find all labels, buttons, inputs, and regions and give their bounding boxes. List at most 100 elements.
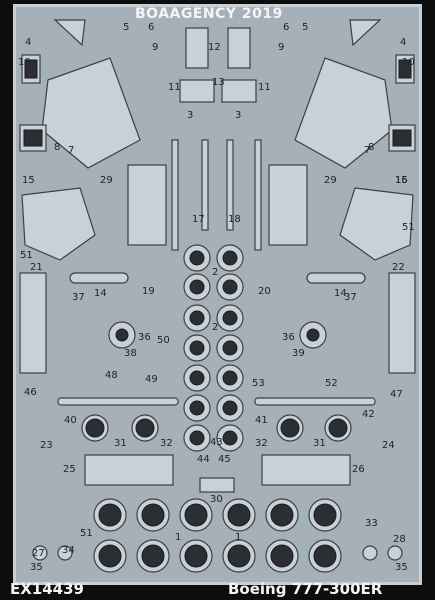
- part-number-36: 36: [282, 332, 295, 343]
- model-name: Boeing 777-300ER: [228, 580, 383, 598]
- hub-disc-center: [189, 370, 205, 386]
- ring-hole: [328, 418, 348, 438]
- part-number-8: 8: [368, 142, 374, 153]
- part-number-18: 18: [228, 214, 241, 225]
- wheel-ring-hole: [313, 544, 337, 568]
- hub-disc-center: [222, 250, 238, 266]
- part-number-24: 24: [382, 440, 395, 451]
- part-number-28: 28: [393, 534, 406, 545]
- ring-hole: [135, 418, 155, 438]
- hub-disc-center: [189, 340, 205, 356]
- part-number-9: 9: [152, 42, 158, 53]
- wheel-ring-hole: [184, 544, 208, 568]
- wheel-ring-hole: [184, 503, 208, 527]
- part-number-8: 8: [54, 142, 60, 153]
- part-number-29: 29: [324, 175, 337, 186]
- hub-disc-center: [222, 400, 238, 416]
- part-number-45: 45: [218, 454, 231, 465]
- hub-disc-center: [222, 279, 238, 295]
- small-disc: [32, 545, 48, 561]
- part-number-33: 33: [365, 518, 378, 529]
- part-number-22: 22: [392, 262, 405, 273]
- hub-disc-center: [189, 250, 205, 266]
- part-number-47: 47: [390, 389, 403, 400]
- ring-hole: [280, 418, 300, 438]
- part-number-37: 37: [344, 292, 357, 303]
- part-number-30: 30: [210, 494, 223, 505]
- part-number-31: 31: [313, 438, 326, 449]
- fret-header: BOAAGENCY 2019: [135, 6, 283, 22]
- part-number-4: 4: [25, 37, 31, 48]
- part-number-42: 42: [362, 409, 375, 420]
- part-number-49: 49: [145, 374, 158, 385]
- small-disc: [57, 545, 73, 561]
- part-number-51: 51: [80, 528, 93, 539]
- part-number-2: 2: [212, 267, 218, 278]
- part-number-1: 1: [235, 532, 241, 543]
- hub-disc-center: [222, 340, 238, 356]
- part-number-4: 4: [400, 37, 406, 48]
- part-number-11: 11: [168, 82, 181, 93]
- part-number-1: 1: [175, 532, 181, 543]
- part-number-23: 23: [40, 440, 53, 451]
- part-number-7: 7: [68, 145, 74, 156]
- part-number-31: 31: [114, 438, 127, 449]
- part-number-50: 50: [157, 335, 170, 346]
- wheel-ring-hole: [98, 503, 122, 527]
- hub-disc-center: [189, 400, 205, 416]
- part-number-27: 27: [32, 548, 45, 559]
- wheel-ring-hole: [270, 544, 294, 568]
- part-number-38: 38: [124, 348, 137, 359]
- part-number-3: 3: [187, 110, 193, 121]
- part-number-51: 51: [20, 250, 33, 261]
- part-number-35: 35: [395, 562, 408, 573]
- part-number-13: 13: [212, 77, 225, 88]
- part-number-41: 41: [255, 415, 268, 426]
- part-number-25: 25: [63, 464, 76, 475]
- wheel-ring-hole: [141, 503, 165, 527]
- hub-disc-center: [222, 370, 238, 386]
- part-number-14: 14: [334, 288, 347, 299]
- part-number-9: 9: [278, 42, 284, 53]
- part-number-11: 11: [258, 82, 271, 93]
- part-number-37: 37: [72, 292, 85, 303]
- wheel-ring-hole: [227, 544, 251, 568]
- hub-disc-center: [222, 310, 238, 326]
- wheel-ring-hole: [313, 503, 337, 527]
- part-number-52: 52: [325, 378, 338, 389]
- wheel-ring-hole: [227, 503, 251, 527]
- part-number-6: 6: [283, 22, 289, 33]
- part-number-6: 6: [148, 22, 154, 33]
- part-number-19: 19: [142, 286, 155, 297]
- part-number-43: 43: [210, 437, 223, 448]
- hub-disc-center: [189, 310, 205, 326]
- part-number-26: 26: [352, 464, 365, 475]
- part-number-17: 17: [192, 214, 205, 225]
- part-number-16: 16: [395, 175, 408, 186]
- part-number-51: 51: [402, 222, 415, 233]
- part-number-53: 53: [252, 378, 265, 389]
- part-number-29: 29: [100, 175, 113, 186]
- part-number-12: 12: [208, 42, 221, 53]
- side-disc-center: [306, 328, 320, 342]
- wheel-ring-hole: [141, 544, 165, 568]
- hub-disc-center: [189, 279, 205, 295]
- hub-disc-center: [189, 430, 205, 446]
- part-number-48: 48: [105, 370, 118, 381]
- part-number-5: 5: [302, 22, 308, 33]
- part-number-15: 15: [395, 175, 408, 186]
- part-number-15: 15: [22, 175, 35, 186]
- part-number-20: 20: [258, 286, 271, 297]
- product-code: EX14439: [10, 580, 84, 598]
- part-number-36: 36: [138, 332, 151, 343]
- part-number-40: 40: [64, 415, 77, 426]
- part-number-2: 2: [212, 322, 218, 333]
- part-number-3: 3: [235, 110, 241, 121]
- part-number-32: 32: [255, 438, 268, 449]
- part-number-32: 32: [160, 438, 173, 449]
- part-number-46: 46: [24, 387, 37, 398]
- part-number-21: 21: [30, 262, 43, 273]
- hub-disc-center: [222, 430, 238, 446]
